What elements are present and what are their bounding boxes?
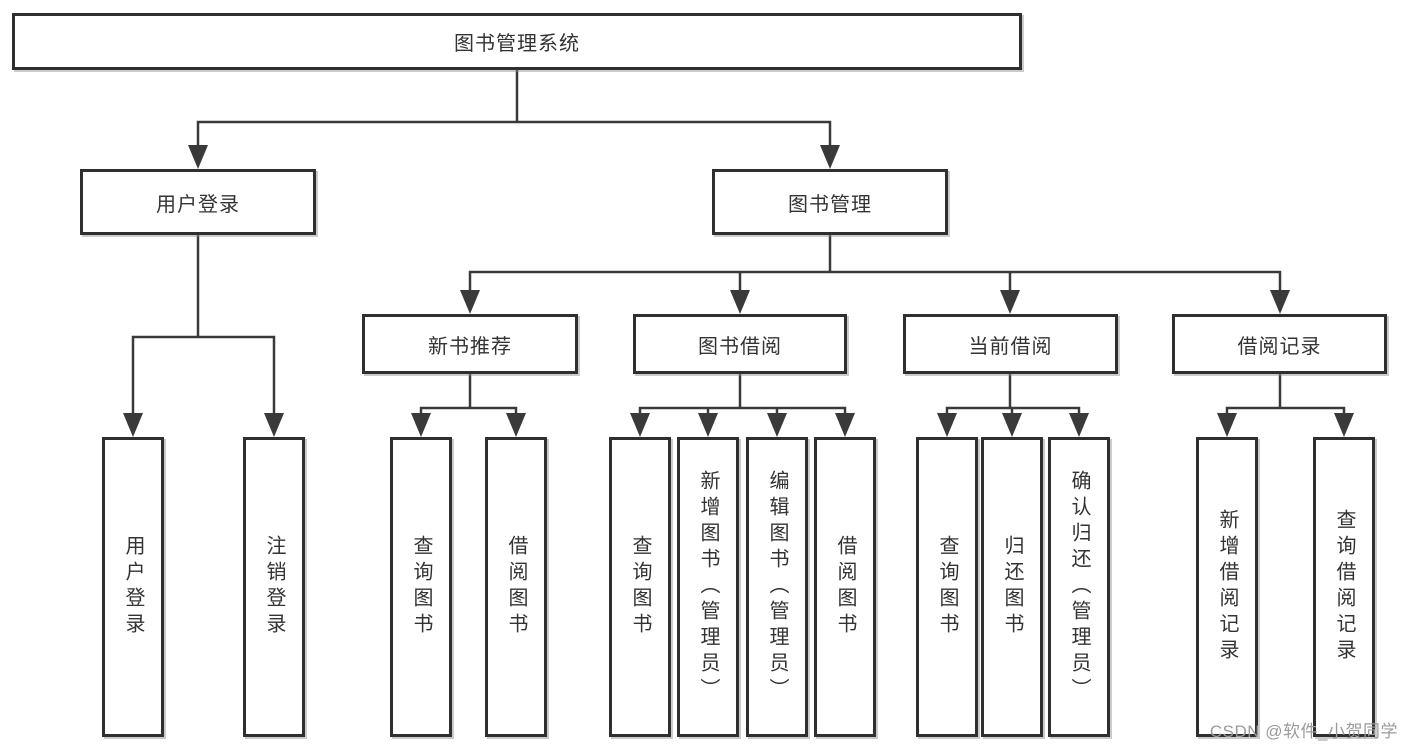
leaf-return-book: 归还图书 [981,437,1043,737]
leaf-confirm-return-admin: 确认归还（管理员） [1048,437,1110,737]
leaf-recommend-borrow-books-label: 借阅图书 [505,535,527,639]
leaf-user-login: 用户登录 [102,437,164,737]
leaf-logout-label: 注销登录 [263,535,285,639]
leaf-borrow-books-label: 借阅图书 [834,535,856,639]
leaf-borrow-query-books: 查询图书 [609,437,671,737]
node-book-borrow: 图书借阅 [633,314,847,374]
leaf-recommend-query-books-label: 查询图书 [410,535,432,639]
leaf-borrow-query-books-label: 查询图书 [629,535,651,639]
leaf-add-borrow-record-label: 新增借阅记录 [1216,509,1238,665]
csdn-watermark: CSDN @软件_小贺同学 [1209,722,1398,741]
leaf-current-query-books: 查询图书 [916,437,978,737]
leaf-return-book-label: 归还图书 [1001,535,1023,639]
node-current-borrow: 当前借阅 [903,314,1118,374]
node-user-login: 用户登录 [80,169,316,235]
root-node: 图书管理系统 [12,13,1022,70]
arrowheads [123,145,1354,437]
leaf-logout: 注销登录 [243,437,305,737]
node-book-management: 图书管理 [712,169,948,235]
leaf-borrow-books: 借阅图书 [814,437,876,737]
leaf-current-query-books-label: 查询图书 [936,535,958,639]
node-borrow-records: 借阅记录 [1172,314,1387,374]
leaf-add-borrow-record: 新增借阅记录 [1196,437,1258,737]
leaf-edit-book-admin: 编辑图书（管理员） [746,437,808,737]
leaf-user-login-label: 用户登录 [122,535,144,639]
leaf-query-borrow-record: 查询借阅记录 [1313,437,1375,737]
leaf-edit-book-admin-label: 编辑图书（管理员） [766,470,788,704]
leaf-add-book-admin-label: 新增图书（管理员） [697,470,719,704]
leaf-recommend-query-books: 查询图书 [390,437,452,737]
leaf-confirm-return-admin-label: 确认归还（管理员） [1068,470,1090,704]
leaf-recommend-borrow-books: 借阅图书 [485,437,547,737]
node-new-book-recommend: 新书推荐 [362,314,578,374]
leaf-query-borrow-record-label: 查询借阅记录 [1333,509,1355,665]
leaf-add-book-admin: 新增图书（管理员） [677,437,739,737]
